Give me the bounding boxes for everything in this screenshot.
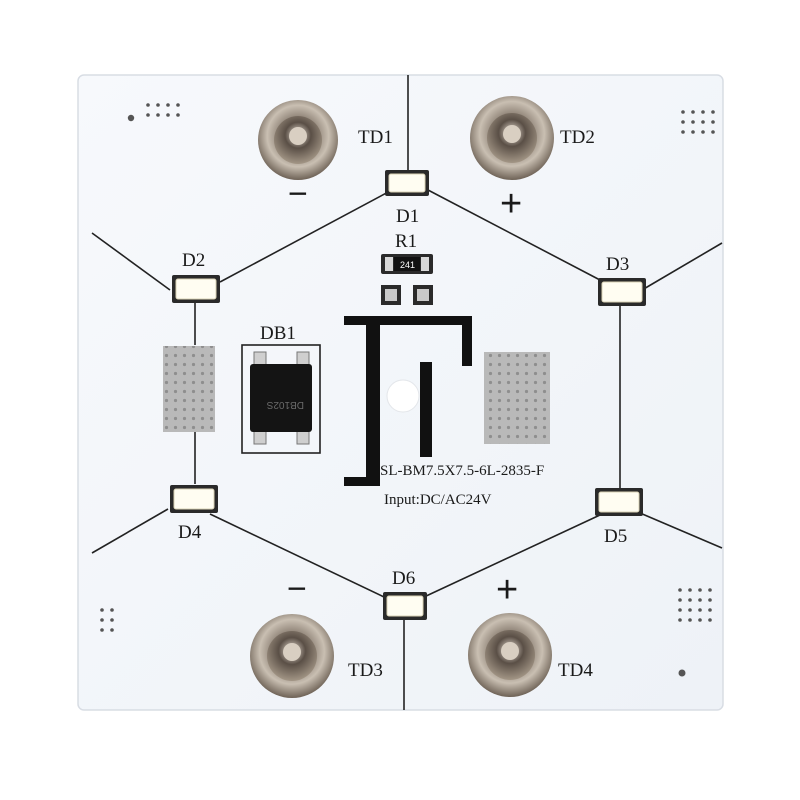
- via-cluster-top-left: [127, 103, 180, 122]
- polarity-td1: −: [288, 175, 308, 213]
- label-d4: D4: [178, 522, 202, 543]
- thermal-pad-left: [163, 346, 215, 432]
- part-number-label: SL-BM7.5X7.5-6L-2835-F: [380, 463, 544, 479]
- label-d6: D6: [392, 568, 415, 589]
- terminal-td4: [468, 613, 552, 697]
- terminal-td1: [258, 100, 338, 180]
- terminal-td2: [470, 96, 554, 180]
- led-d2: [172, 275, 220, 303]
- via-cluster-bottom-left: [100, 608, 114, 632]
- silkscreen-traces: [91, 75, 723, 710]
- label-r1: R1: [395, 231, 417, 252]
- terminal-td3: [250, 614, 334, 698]
- label-d5: D5: [604, 526, 627, 547]
- resistor-r1: [381, 254, 433, 274]
- label-td4: TD4: [558, 660, 593, 681]
- led-d5: [595, 488, 643, 516]
- label-td1: TD1: [358, 127, 393, 148]
- resistor-r1-pads: [381, 285, 433, 305]
- led-d3: [598, 278, 646, 306]
- label-d2: D2: [182, 250, 205, 271]
- via-cluster-bottom-right: [678, 588, 712, 677]
- mounting-hole: [386, 379, 420, 413]
- label-td2: TD2: [560, 127, 595, 148]
- polarity-td3: −: [287, 570, 307, 608]
- led-d1: [385, 170, 429, 196]
- polarity-td4: +: [496, 569, 518, 611]
- led-d6: [383, 592, 427, 620]
- label-td3: TD3: [348, 660, 383, 681]
- label-db1: DB1: [260, 323, 296, 344]
- polarity-td2: +: [500, 183, 522, 225]
- resistor-code: 241: [400, 260, 415, 270]
- via-cluster-top-right: [681, 110, 715, 134]
- manufacturer-logo: [344, 316, 472, 486]
- label-d1: D1: [396, 206, 419, 227]
- input-rating-label: Input:DC/AC24V: [384, 492, 492, 508]
- led-d4: [170, 485, 218, 513]
- thermal-pad-right: [484, 352, 550, 444]
- rectifier-marking: DB102S: [266, 399, 304, 410]
- bridge-rectifier-db1: [241, 344, 321, 454]
- label-d3: D3: [606, 254, 629, 275]
